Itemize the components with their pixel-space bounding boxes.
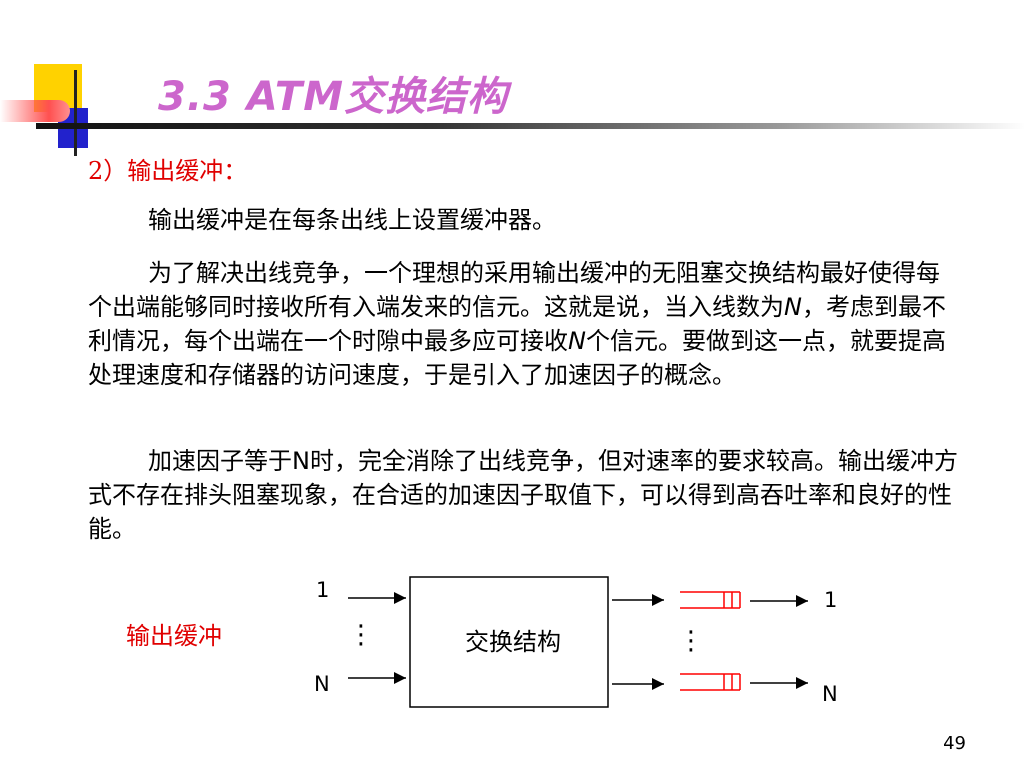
- diagram-side-label: 输出缓冲: [126, 622, 222, 650]
- paragraph-3: 加速因子等于N时，完全消除了出线竞争，但对速率的要求较高。输出缓冲方式不存在排头…: [88, 447, 958, 543]
- page-title: 3.3 ATM交换结构: [158, 74, 509, 120]
- vertical-line: [74, 70, 77, 156]
- input-label-last: N: [314, 672, 330, 696]
- red-flare: [0, 100, 70, 122]
- page-number: 49: [943, 733, 966, 754]
- switch-fabric-box: [409, 576, 609, 708]
- output-buffer-last: [680, 673, 741, 691]
- output-label-last: N: [822, 682, 838, 706]
- title-rule: [36, 123, 1024, 129]
- input-label-first: 1: [316, 578, 330, 602]
- output-ellipsis: ⋮: [678, 626, 704, 656]
- input-ellipsis: ⋮: [348, 620, 374, 650]
- output-buffer-first: [680, 591, 741, 609]
- output-label-first: 1: [824, 588, 838, 612]
- switch-fabric-label: 交换结构: [465, 628, 561, 656]
- paragraph-2: 为了解决出线竞争，一个理想的采用输出缓冲的无阻塞交换结构最好使得每个出端能够同时…: [88, 259, 946, 389]
- paragraph-1: 输出缓冲是在每条出线上设置缓冲器。: [148, 206, 556, 234]
- section-heading: 2）输出缓冲：: [88, 157, 248, 185]
